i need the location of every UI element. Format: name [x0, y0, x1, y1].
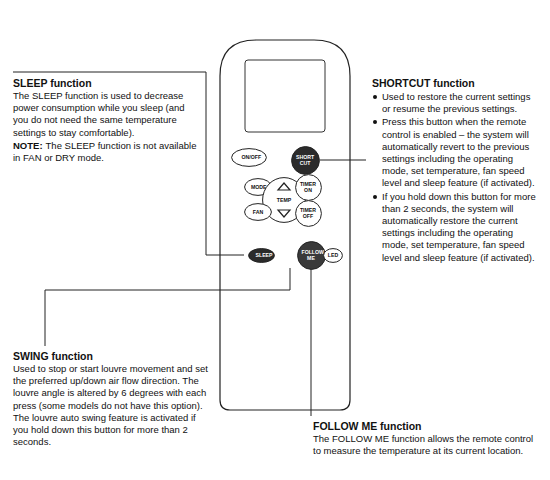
sleep-button: SLEEP — [248, 248, 275, 263]
button-label: FOLLOW ME — [302, 249, 321, 261]
button-label: LED — [328, 252, 339, 258]
leader-line — [320, 160, 366, 161]
bullet-item: Used to restore the current settings or … — [372, 91, 540, 115]
on-off-button: ON/OFF — [231, 148, 267, 167]
shortcut-button: SHORT CUT — [291, 146, 320, 175]
remote-body — [220, 40, 350, 410]
callout-paragraph: The SLEEP function is used to decrease p… — [13, 90, 201, 139]
callout-text-line: SLEEP function — [13, 77, 92, 89]
up-arrow — [278, 183, 290, 190]
callout-text-line: FOLLOW ME function — [313, 420, 421, 432]
down-arrow — [278, 210, 290, 217]
button-shape — [232, 148, 267, 166]
callout-heading: SHORTCUT function — [372, 77, 540, 90]
button-label: TEMP — [269, 197, 299, 203]
button-shape — [324, 248, 343, 262]
callout-heading: SWING function — [13, 350, 213, 363]
callout-text-line: If you hold down this button for more th… — [382, 191, 536, 263]
led-button: LED — [323, 248, 343, 263]
bullet-dot — [373, 95, 377, 99]
button-label: ON/OFF — [242, 154, 257, 160]
button-label: TIMER OFF — [298, 207, 318, 219]
timer-off-button: TIMER OFF — [295, 200, 322, 227]
note-label: NOTE: — [13, 140, 43, 151]
display-screen — [245, 60, 325, 132]
timer-on-button: TIMER ON — [295, 174, 322, 201]
callout-text-line: SWING function — [13, 350, 93, 362]
button-label: TIMER ON — [298, 181, 318, 193]
button-label: FAN — [251, 209, 265, 215]
fan-button: FAN — [244, 203, 272, 221]
callout-text-line: Used to restore the current settings or … — [382, 91, 530, 114]
button-label: MODE — [251, 184, 265, 190]
bullet-item: Press this button when the remote contro… — [372, 116, 540, 189]
button-shape — [295, 174, 321, 200]
callout-paragraph: Used to stop or start louvre movement an… — [13, 363, 213, 448]
callout-text: SHORTCUT functionUsed to restore the cur… — [372, 77, 540, 264]
button-shape — [245, 204, 272, 221]
callout-text: FOLLOW ME functionThe FOLLOW ME function… — [313, 420, 538, 457]
callout-text: SLEEP functionThe SLEEP function is used… — [13, 77, 201, 164]
callout-heading: FOLLOW ME function — [313, 420, 538, 433]
callout-text-line: SHORTCUT function — [372, 77, 475, 89]
callout-text-line: Used to stop or start louvre movement an… — [13, 363, 208, 447]
callout-text-line: The FOLLOW ME function allows the remote… — [313, 433, 533, 456]
button-shape — [297, 241, 325, 269]
button-shape — [248, 248, 274, 262]
button-shape — [295, 200, 321, 226]
bullet-dot — [373, 195, 377, 199]
button-label: SLEEP — [256, 252, 267, 258]
button-label: SHORT CUT — [294, 154, 317, 166]
bullet-item: If you hold down this button for more th… — [372, 191, 540, 264]
callout-paragraph: The FOLLOW ME function allows the remote… — [313, 433, 538, 457]
callout-heading: SLEEP function — [13, 77, 201, 90]
callout-text: SWING functionUsed to stop or start louv… — [13, 350, 213, 448]
bullet-dot — [373, 120, 377, 124]
callout-text-line: Press this button when the remote contro… — [382, 116, 535, 188]
button-shape — [291, 146, 319, 174]
follow-me-button: FOLLOW ME — [297, 241, 326, 270]
callout-paragraph: NOTE:The SLEEP function is not available… — [13, 140, 201, 164]
leader-line — [45, 268, 290, 346]
leader-line — [311, 269, 312, 416]
leader-line — [13, 72, 244, 255]
callout-text-line: The SLEEP function is used to decrease p… — [13, 90, 185, 138]
